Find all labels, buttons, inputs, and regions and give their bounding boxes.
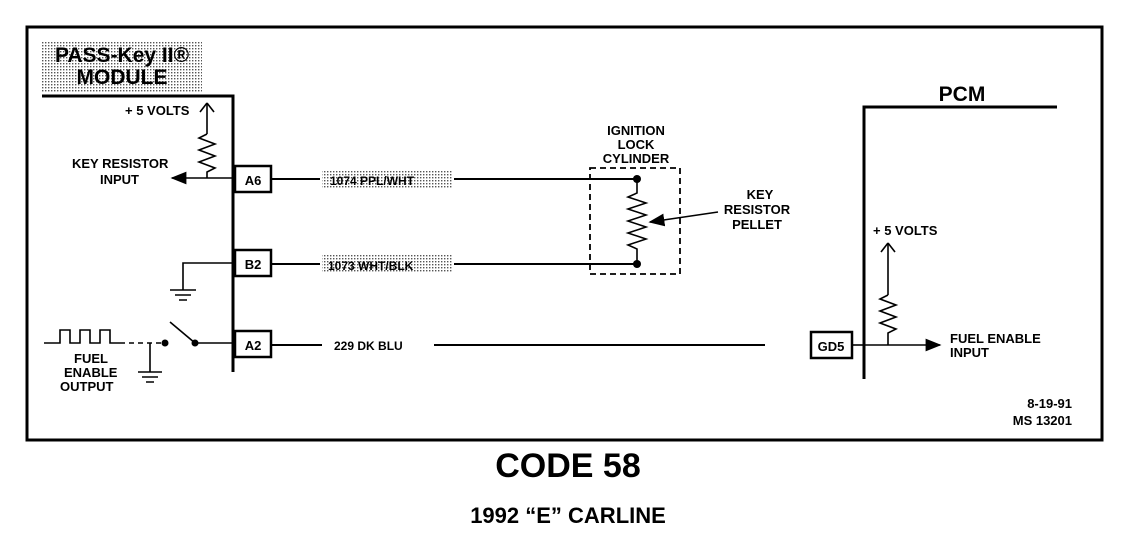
pellet-label-line1: KEY [747, 187, 774, 202]
wire-1073: 1073 WHT/BLK [271, 255, 637, 273]
pellet-label-line3: PELLET [732, 217, 782, 232]
pcm-boundary [862, 105, 1057, 379]
key-resistor-input-label-line2: INPUT [100, 172, 139, 187]
module-title-shading [42, 42, 202, 92]
wire-229-label: 229 DK BLU [334, 339, 403, 353]
supply-arrow-icon [199, 102, 215, 113]
ignition-dashed-box [589, 167, 681, 275]
wire-1074-label: 1074 PPL/WHT [330, 174, 415, 188]
fuel-enable-input-line1: FUEL ENABLE [950, 331, 1041, 346]
terminal-gd5-label: GD5 [818, 339, 845, 354]
wire-1073-label: 1073 WHT/BLK [328, 259, 414, 273]
terminal-b2: B2 [233, 248, 273, 278]
diagram-date: 8-19-91 [1027, 396, 1072, 411]
wire-1074: 1074 PPL/WHT [271, 170, 637, 188]
ignition-lock-cylinder: IGNITION LOCK CYLINDER KEY RESISTOR PELL… [589, 123, 791, 275]
pcm: PCM GD5 + 5 VOLTS FUEL ENABLE INPUT [809, 83, 1057, 379]
fuel-enable-output-line3: OUTPUT [60, 379, 114, 394]
passkey-module: PASS-Key II® MODULE + 5 VOLTS KEY RESIST… [42, 42, 235, 394]
ignition-label-line1: IGNITION [607, 123, 665, 138]
key-resistor-pellet-icon [625, 179, 649, 264]
terminal-gd5 [809, 330, 854, 360]
pullup-resistor-icon [196, 133, 218, 178]
fuel-enable-input-line2: INPUT [950, 345, 989, 360]
terminal-b2-label: B2 [245, 257, 262, 272]
fuel-enable-output-line1: FUEL [74, 351, 108, 366]
wire-229: 229 DK BLU [271, 339, 765, 353]
ignition-label-line3: CYLINDER [603, 151, 670, 166]
module-boundary [42, 94, 235, 372]
pcm-pullup-resistor-icon [877, 294, 899, 345]
square-wave-icon [44, 329, 120, 344]
pellet-pointer-arrow-icon [648, 211, 719, 227]
diagram-frame [25, 25, 1104, 442]
code-title: CODE 58 [495, 447, 641, 485]
pcm-title: PCM [939, 83, 986, 106]
module-title-line1: PASS-Key II® [55, 44, 190, 67]
ignition-label-line2: LOCK [618, 137, 655, 152]
carline-subtitle: 1992 “E” CARLINE [470, 503, 666, 528]
terminal-a2: A2 [233, 329, 273, 359]
terminal-a6-label: A6 [245, 173, 262, 188]
switch-contact-left [161, 339, 169, 347]
fuel-enable-output-line2: ENABLE [64, 365, 118, 380]
terminal-a6: A6 [233, 164, 273, 194]
key-resistor-input-label-line1: KEY RESISTOR [72, 156, 169, 171]
pellet-label-line2: RESISTOR [724, 202, 791, 217]
switch-blade-icon [169, 321, 196, 344]
output-ground-icon [138, 371, 162, 383]
ground-icon [170, 289, 196, 301]
pcm-supply-label: + 5 VOLTS [873, 223, 938, 238]
terminal-a2-label: A2 [245, 338, 262, 353]
module-supply-label: + 5 VOLTS [125, 103, 190, 118]
module-title-line2: MODULE [77, 66, 168, 89]
pcm-supply-arrow-icon [880, 242, 896, 253]
diagram-ms-number: MS 13201 [1013, 413, 1072, 428]
